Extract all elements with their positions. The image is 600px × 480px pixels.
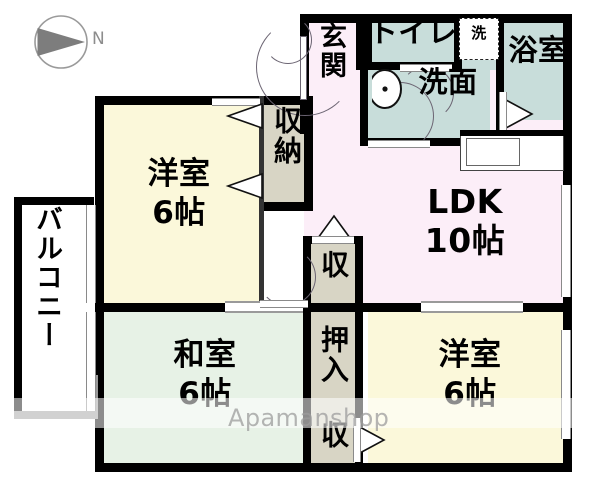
room-japanese-room-sw — [95, 310, 305, 472]
wall-nw-room-right-thin — [259, 96, 264, 310]
wall-kitchen-top — [460, 130, 572, 136]
label-japanese-room-sw: 和室 — [173, 337, 237, 373]
label-washbasin-room: 洗面 — [418, 65, 478, 99]
wall-closet-center-mid-cap — [303, 303, 363, 312]
door-arc-ldk-corridor — [258, 248, 316, 306]
label-western-room-nw: 洋室 — [147, 156, 211, 192]
room-balcony — [14, 197, 90, 419]
wall-balcony-left — [14, 197, 22, 419]
window-ldk-east-upper[interactable] — [561, 185, 571, 241]
wall-senmen-left — [360, 62, 368, 146]
wall-closet-north-bottom — [259, 202, 313, 211]
closet-center-lower-fill — [310, 310, 356, 472]
label-bathroom: 浴室 — [508, 33, 568, 67]
room-western-room-nw — [95, 96, 260, 310]
wall-center-column-right — [355, 236, 363, 472]
window-balcony-lower[interactable] — [86, 312, 96, 411]
bathroom-door-icon[interactable] — [504, 96, 536, 132]
closet-center-bottom-door-track[interactable] — [353, 418, 361, 462]
wall-left-lower-outer — [95, 310, 104, 472]
wall-center-column-left — [303, 303, 311, 472]
wall-washer-left — [454, 14, 462, 70]
toilet-bowl-icon — [368, 69, 402, 109]
kitchen-sink-icon — [466, 138, 520, 166]
room-western-room-se — [368, 310, 571, 472]
window-nw-room-top[interactable] — [212, 98, 260, 106]
compass-north-icon — [33, 14, 89, 70]
label-ldk: LDK — [427, 182, 503, 221]
label-closet-center-top: 収 — [317, 250, 350, 280]
sliding-door-ldk-se-left[interactable] — [421, 301, 472, 313]
door-leaf-ldk-corridor[interactable] — [260, 300, 308, 308]
closet-center-top-fill — [310, 243, 356, 310]
wall-genkan-right — [356, 14, 364, 70]
label-balcony: バルコニー — [31, 205, 62, 350]
wall-bottom-outer — [95, 463, 572, 472]
wall-top-left-block — [95, 96, 266, 105]
closet-center-top-door-track[interactable] — [312, 236, 354, 244]
wall-nw-sw-divider — [95, 303, 310, 312]
washing-machine-label: 洗 — [471, 24, 487, 42]
label-western-room-se: 洋室 — [438, 337, 502, 373]
wall-senmen-bottom — [360, 138, 504, 146]
room-toilet — [368, 14, 458, 70]
label-western-room-nw-area: 6帖 — [152, 195, 206, 231]
window-ldk-east-lower[interactable] — [561, 241, 571, 297]
compass-label: N — [92, 29, 106, 49]
label-closet-center-oshiire: 押入 — [317, 325, 350, 385]
wall-toilet-left — [364, 14, 372, 70]
label-closet-north: 収納 — [270, 106, 303, 166]
wall-bath-left — [496, 14, 504, 146]
window-balcony-upper[interactable] — [86, 205, 96, 303]
door-leaf-washbasin[interactable] — [368, 140, 430, 148]
washing-machine-pan-icon — [459, 18, 499, 60]
label-entrance: 玄関 — [315, 22, 346, 80]
wall-closet-north-right — [304, 96, 313, 211]
bathroom-door-track[interactable] — [499, 92, 507, 136]
closet-north-door-icon[interactable] — [224, 100, 264, 206]
wall-left-upper-outer — [95, 96, 104, 310]
door-arc-nw-room — [264, 16, 312, 64]
label-ldk-area: 10帖 — [424, 221, 506, 260]
watermark-band — [0, 398, 600, 428]
wall-top-center — [300, 14, 572, 23]
window-se-room-east-upper[interactable] — [561, 330, 571, 383]
door-arc-entrance — [256, 18, 354, 116]
label-toilet: トイレ — [368, 15, 458, 49]
door-leaf-toilet[interactable] — [400, 64, 452, 72]
watermark-text: Apamanshop — [228, 404, 390, 432]
wall-balcony-top — [14, 197, 94, 205]
sliding-door-ldk-se-right[interactable] — [472, 301, 523, 313]
